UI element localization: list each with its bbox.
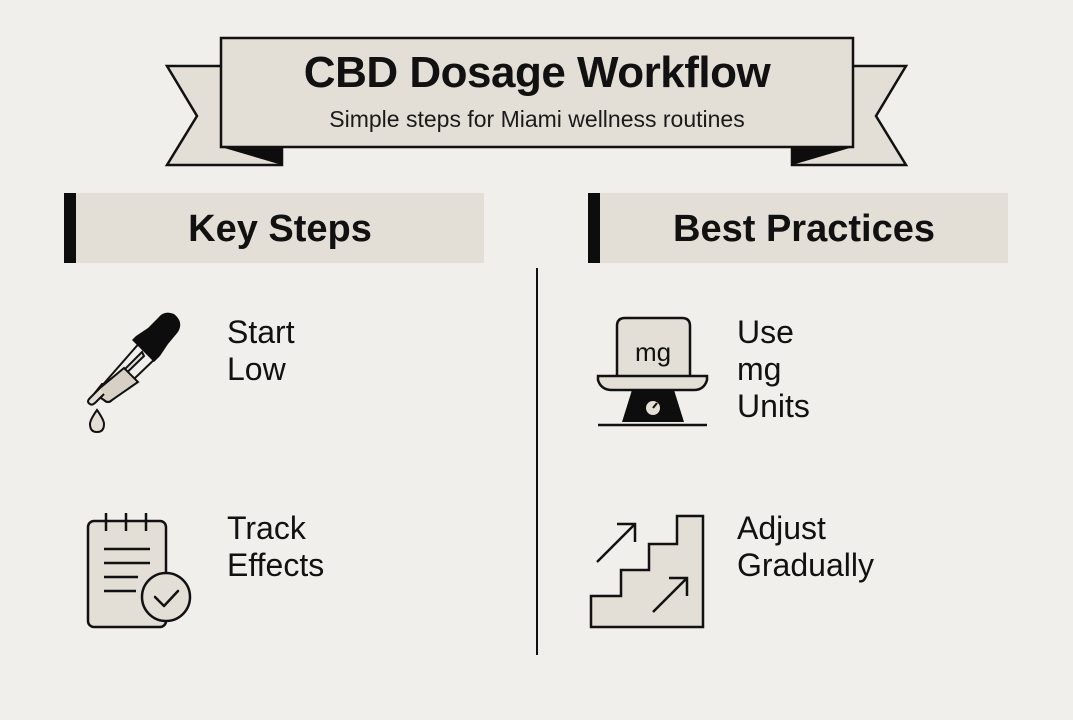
- stairs-arrows-icon: [589, 514, 705, 629]
- mg-text: mg: [635, 337, 671, 367]
- item-label: Use mg Units: [737, 314, 810, 424]
- section-title: Best Practices: [673, 208, 935, 250]
- ribbon-shape: [164, 36, 909, 167]
- item-label: Track Effects: [227, 510, 325, 583]
- section-title: Key Steps: [188, 208, 372, 250]
- item-label: Start Low: [227, 314, 295, 387]
- section-header-key-steps: Key Steps: [64, 193, 484, 263]
- section-header-best-practices: Best Practices: [588, 193, 1008, 263]
- notepad-check-icon: [86, 513, 192, 629]
- accent-bar: [588, 193, 600, 263]
- accent-bar: [64, 193, 76, 263]
- scale-mg-icon: mg: [596, 316, 709, 427]
- item-label: Adjust Gradually: [737, 510, 874, 583]
- dropper-icon: [87, 312, 181, 434]
- title-banner: CBD Dosage Workflow Simple steps for Mia…: [0, 0, 1073, 180]
- page-subtitle: Simple steps for Miami wellness routines: [329, 106, 745, 132]
- page-title: CBD Dosage Workflow: [303, 48, 771, 97]
- column-divider: [536, 268, 538, 655]
